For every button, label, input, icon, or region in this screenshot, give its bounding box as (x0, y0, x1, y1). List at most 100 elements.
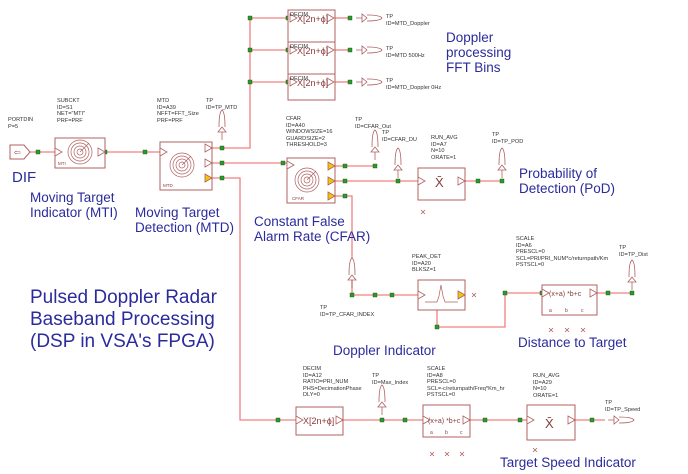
radar-icon (67, 139, 93, 165)
port-triangle (589, 288, 598, 298)
param-line: ID=A7 (431, 141, 447, 148)
param-line: ID=S1 (57, 104, 73, 111)
param-line: N=10 (533, 386, 547, 393)
param-line: PEAK_DET (412, 254, 442, 260)
average-symbol: X̄ (545, 416, 554, 431)
port-triangle (417, 176, 426, 186)
param-line: PRESCL=0 (427, 379, 456, 386)
port-triangle (54, 147, 63, 157)
peak-icon (425, 284, 458, 303)
param-line: RATIO=PRI_NUM (303, 379, 349, 386)
wire-node (482, 417, 488, 423)
scale-port-label: a (430, 430, 433, 436)
probe-icon (356, 77, 383, 87)
param-line: CFAR (286, 116, 301, 122)
dif-label: DIF (12, 169, 37, 186)
param-line: NFFT=FFT_Size (157, 111, 199, 118)
port-triangle (159, 147, 168, 157)
wire-node (142, 149, 148, 155)
run-avg-block (417, 167, 466, 201)
radar-icon (297, 170, 317, 190)
param-line: GUARDSIZE=2 (286, 135, 326, 142)
param-line: DECIM (290, 12, 309, 18)
param-line: SCALE (427, 366, 446, 372)
param-line: SCL=-c/returnpath/Freq*Km_hr (427, 385, 505, 392)
wire-node (499, 178, 505, 184)
param-line: PSTSCL=0 (516, 262, 545, 269)
param-line: ID=A8 (427, 372, 443, 379)
param-line: THRESHOLD=3 (286, 142, 327, 149)
probe-icon (393, 147, 403, 178)
wire-node (517, 417, 523, 423)
probe-icon (370, 129, 380, 160)
no-connect-icon (444, 451, 450, 457)
radar-icon (294, 167, 320, 193)
scale-block (541, 284, 598, 316)
param-line: PRF=PRF (57, 117, 83, 124)
port-triangle (204, 143, 213, 153)
port-triangle (204, 158, 213, 168)
decim-symbol: X[2n+ϕ] (297, 14, 328, 24)
wire-node (372, 292, 378, 298)
wire-node (379, 417, 385, 423)
port-triangle (417, 290, 426, 300)
no-connect-icon (459, 451, 465, 457)
param-line: SUBCKT (57, 98, 80, 104)
decim3-params[interactable]: DECIM (290, 76, 308, 83)
input-port-icon (9, 144, 31, 160)
port-triangle (327, 176, 336, 186)
wire-node (275, 417, 281, 423)
radar-icon (175, 158, 189, 172)
radar-icon (181, 155, 192, 166)
decim2-params[interactable]: DECIM (290, 44, 308, 51)
param-line: ORATE=1 (431, 154, 457, 161)
param-line: TP (492, 132, 500, 138)
param-line: TP (355, 117, 363, 123)
param-line: ID=TP_POD (492, 138, 524, 145)
param-line: DECIM (290, 76, 309, 82)
param-line: PSTSCL=0 (427, 392, 456, 399)
scale-symbol: (x+a) *b+c (428, 418, 461, 425)
param-line: TP (386, 46, 394, 52)
param-line: ID=TP_Dist (619, 251, 648, 258)
param-line: ID=A20 (412, 260, 431, 267)
wire-node (605, 290, 611, 296)
wire-node (219, 160, 225, 166)
param-line: ID=A12 (303, 372, 322, 379)
radar-icon (300, 173, 314, 187)
radar-icon (303, 176, 311, 184)
param-line: P=5 (8, 123, 19, 130)
port-triangle (327, 191, 336, 201)
port-triangle (457, 290, 466, 300)
radar-icon (169, 152, 195, 178)
no-connect-icon (548, 327, 554, 333)
param-line: ID=MTD_Doppler 0Hz (386, 84, 442, 91)
param-line: RUN_AVG (431, 135, 458, 141)
decim1-params[interactable]: DECIM (290, 12, 308, 19)
port-triangle (289, 77, 298, 87)
no-connect-icon (471, 292, 477, 298)
